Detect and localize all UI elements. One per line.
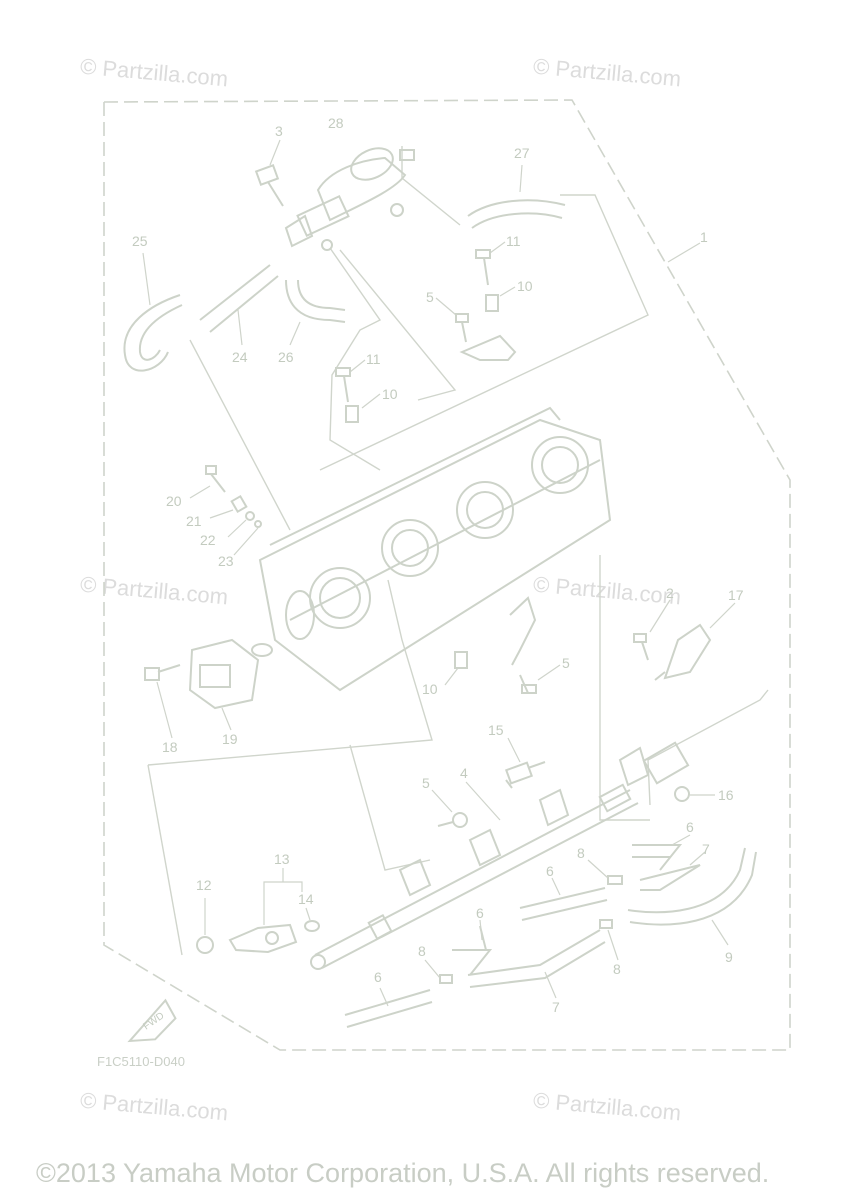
callout-20: 20 [166,493,182,509]
throttle-body [258,406,612,692]
callout-17: 17 [728,587,744,603]
callout-2: 2 [666,585,674,601]
hose-6-a [632,834,691,871]
callout-5b: 5 [562,655,570,671]
bracket-upper [459,334,517,361]
callout-26: 26 [278,349,294,365]
spring-10-upper [485,286,516,312]
assembly-boundary [103,99,791,1051]
callout-8b: 8 [613,961,621,977]
clip-8-a [587,859,623,885]
fuel-rail-4 [310,746,650,970]
callout-14: 14 [298,891,314,907]
callout-10a: 10 [517,278,533,294]
screw-20 [189,465,226,499]
o-ring-14 [304,907,320,932]
callout-6d: 6 [374,969,382,985]
bolt-3 [254,139,284,207]
callout-3: 3 [275,123,283,139]
callout-11b: 11 [366,351,381,367]
hose-6-b [519,877,608,921]
copyright-notice: ©2013 Yamaha Motor Corporation, U.S.A. A… [36,1158,770,1188]
callout-7b: 7 [552,999,560,1015]
callout-25: 25 [132,233,148,249]
diagram-code: F1C5110-D040 [97,1054,185,1069]
callout-5c: 5 [422,775,430,791]
callout-6c: 6 [476,905,484,921]
clip-8-c [424,959,453,984]
callout-9: 9 [725,949,733,965]
screw-2 [633,599,671,661]
callout-7a: 7 [702,841,710,857]
callout-11a: 11 [506,233,521,249]
screw-5-mid [519,664,561,694]
fwd-arrow-icon: FWD [127,998,177,1043]
callout-18: 18 [162,739,178,755]
callout-27: 27 [514,145,530,161]
hose-26 [285,279,346,346]
callout-15: 15 [488,722,504,738]
callout-1: 1 [700,229,708,245]
clip-8-b [599,919,619,961]
hose-27 [467,164,566,229]
ring-23 [233,520,262,556]
hose-6-d [344,987,433,1028]
callout-8c: 8 [418,943,426,959]
hose-6-c [452,919,493,976]
callout-12: 12 [196,877,212,893]
fitting-16 [642,741,715,802]
callout-8a: 8 [577,845,585,861]
valve-28 [284,147,415,251]
callout-21: 21 [186,513,202,529]
washer-22 [227,511,255,538]
callout-10c: 10 [422,681,438,697]
hose-7-a [639,851,706,891]
callout-16: 16 [718,787,734,803]
cap-12 [196,898,214,954]
screw-11-upper [475,241,506,286]
callout-13: 13 [274,851,290,867]
callout-4: 4 [460,765,468,781]
callout-22: 22 [200,532,216,548]
throttle-sensor-19 [188,638,273,731]
callout-24: 24 [232,349,248,365]
callout-6a: 6 [686,819,694,835]
spring-10-mid [345,393,381,423]
callout-10b: 10 [382,386,398,402]
screw-5-lower [431,789,468,828]
pressure-sensor-15 [504,737,546,789]
sensor-17 [654,602,736,681]
spring-10-lower [444,651,468,686]
bolt-18 [144,664,181,739]
callout-19: 19 [222,731,238,747]
callout-28: 28 [328,115,344,131]
screw-5-upper [435,297,469,343]
callout-6b: 6 [546,863,554,879]
spring-21 [209,494,248,519]
callout-5a: 5 [426,289,434,305]
hose-25 [123,252,183,372]
callout-23: 23 [218,553,234,569]
screw-11-mid [335,359,366,403]
hose-24 [199,264,279,346]
hose-7-b [467,929,606,999]
fwd-label: FWD [141,1010,166,1032]
injector-13 [228,868,303,954]
hose-9 [627,847,757,946]
